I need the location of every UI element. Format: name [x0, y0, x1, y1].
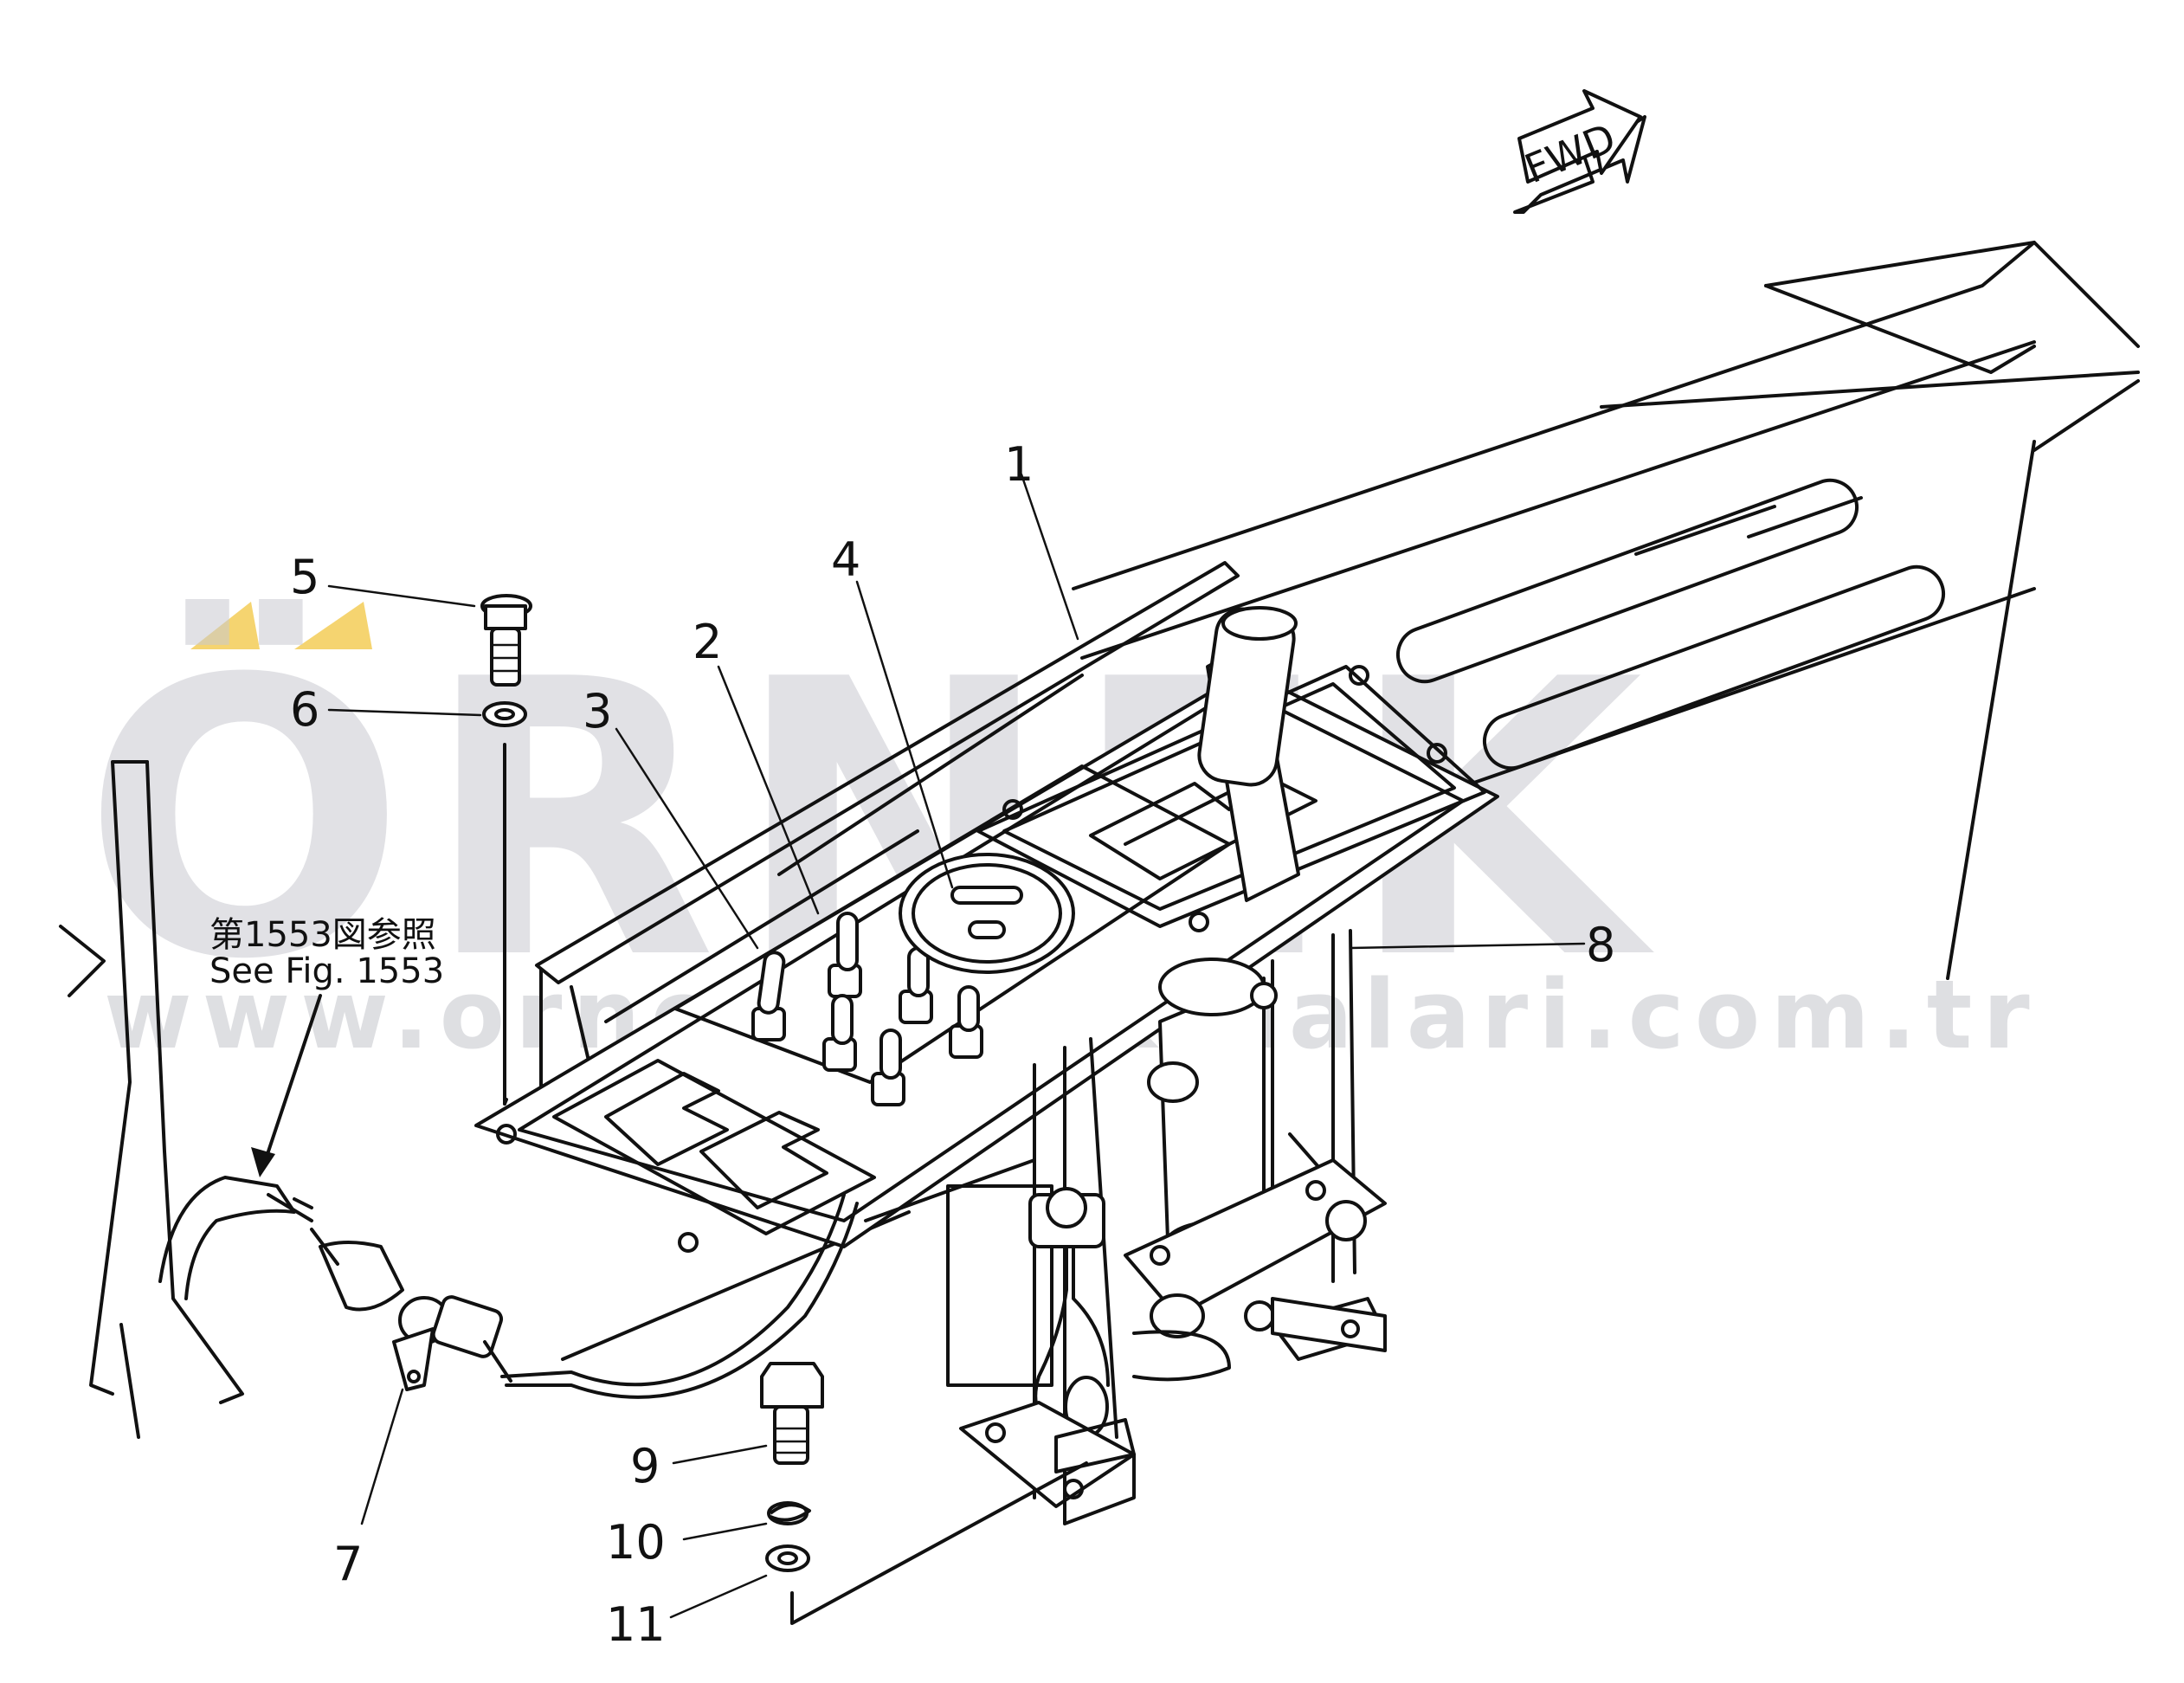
fwd-arrow: FWD: [1513, 89, 1646, 214]
wire-harness: [59, 760, 859, 1439]
toggle-switches: [751, 912, 983, 1106]
watermark-umlaut-left: [190, 602, 260, 649]
toggle-switch: [751, 951, 786, 1041]
reference-note: 第1553図参照 See Fig. 1553: [209, 915, 444, 991]
toggle-switch: [822, 994, 857, 1072]
callout-1: 1: [1004, 437, 1034, 492]
callout-5: 5: [290, 550, 319, 604]
callout-7: 7: [333, 1537, 363, 1591]
connector-7: [392, 1295, 512, 1391]
fasteners: [480, 594, 1088, 1625]
callout-10: 10: [606, 1515, 666, 1570]
callout-11: 11: [606, 1597, 666, 1652]
console-housing: [518, 561, 1240, 1114]
toggle-switch: [871, 1028, 905, 1106]
callout-9: 9: [630, 1439, 660, 1493]
lower-mechanism: [864, 929, 1387, 1525]
round-cover: [899, 853, 1075, 974]
callout-6: 6: [290, 682, 319, 737]
leader-lines: [251, 473, 1586, 1619]
toggle-switch: [828, 912, 862, 998]
reference-note-japanese: 第1553図参照: [209, 915, 436, 955]
callout-4: 4: [831, 532, 860, 587]
watermark-umlaut-right: [294, 602, 372, 649]
callout-8: 8: [1586, 918, 1615, 972]
reference-note-english: See Fig. 1553: [209, 951, 444, 991]
toggle-switch: [949, 985, 983, 1059]
callout-3: 3: [583, 684, 612, 738]
callout-labels: 1 2 3 4 5 6 7 8 9 10 11: [290, 437, 1615, 1652]
callout-2: 2: [693, 615, 722, 669]
toggle-switch: [899, 946, 933, 1024]
